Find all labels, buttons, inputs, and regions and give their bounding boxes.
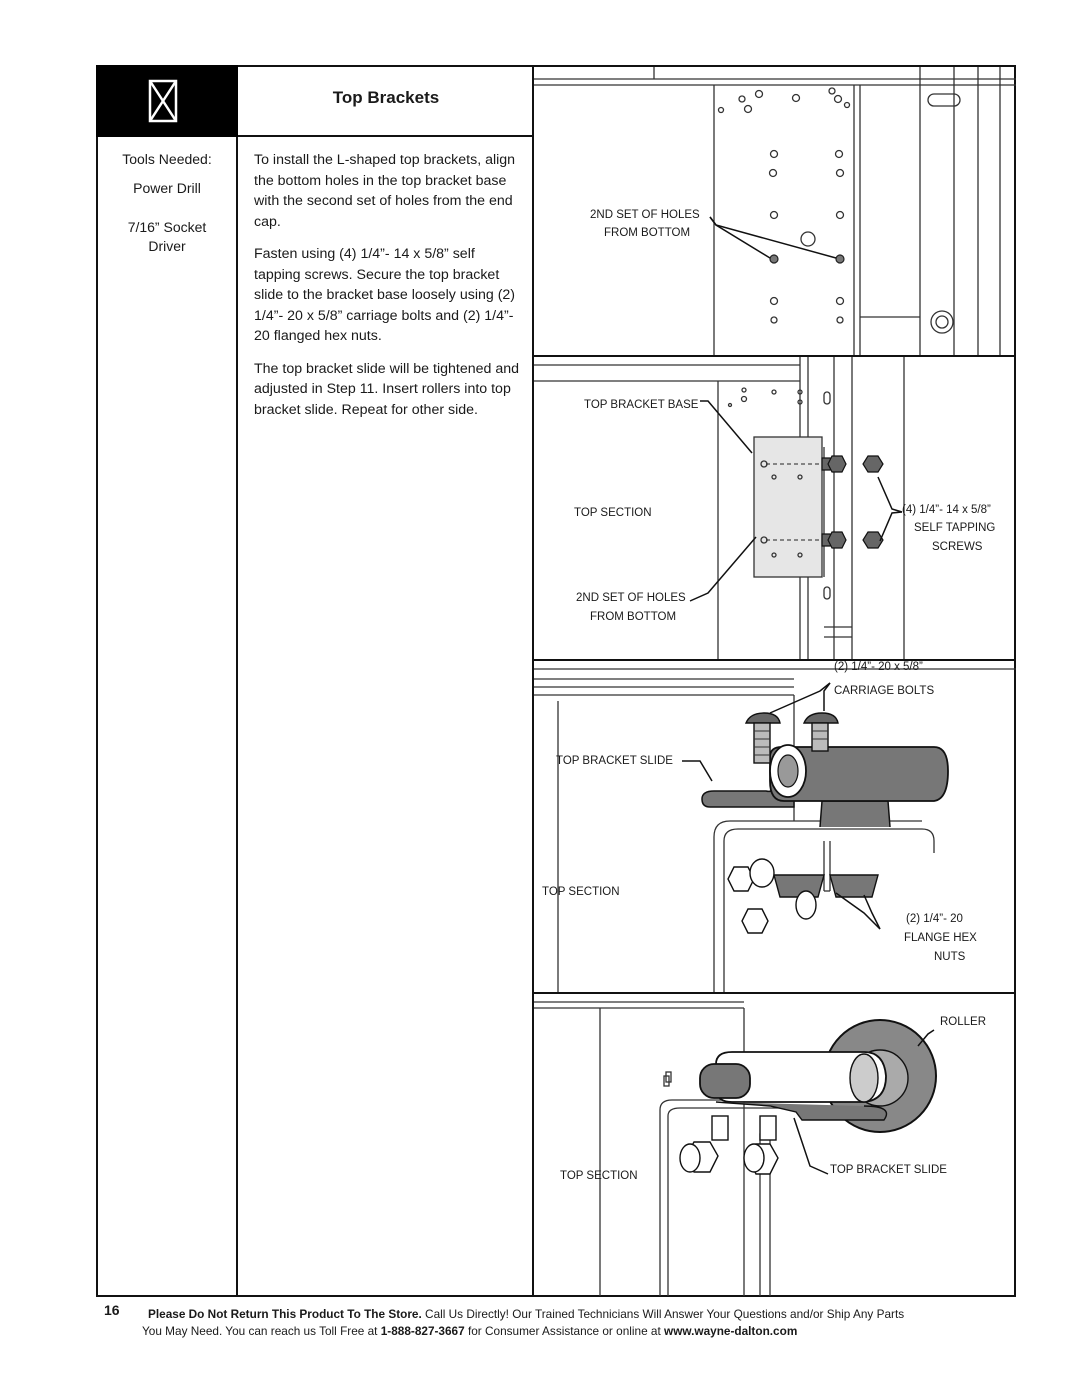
callout-label: (4) 1/4”- 14 x 5/8” — [902, 504, 991, 516]
page-title: Top Brackets — [332, 88, 440, 107]
instruction-paragraph: To install the L-shaped top brackets, al… — [254, 152, 516, 230]
end-cap-holes-illustration — [534, 67, 1016, 355]
phone-number: 1-888-827-3667 — [380, 1324, 465, 1338]
title-divider — [236, 135, 534, 137]
bracket-slide-illustration — [534, 668, 1016, 992]
footer-line-2: You May Need. You can reach us Toll Free… — [100, 1323, 1000, 1340]
diagram-panel-4: ROLLER TOP SECTION TOP BRACKET SLIDE — [534, 994, 1016, 1296]
callout-label: ROLLER — [940, 1016, 987, 1028]
step-header-box — [96, 65, 238, 137]
footer-line-1: Please Do Not Return This Product To The… — [100, 1306, 1000, 1323]
callout-label: TOP SECTION — [560, 1170, 638, 1182]
column-divider-right — [532, 65, 534, 1297]
callout-label: CARRIAGE BOLTS — [834, 685, 935, 697]
bracket-base-illustration — [534, 357, 905, 659]
roller-installation-illustration — [534, 1001, 937, 1296]
instruction-paragraph: The top bracket slide will be tightened … — [254, 360, 519, 418]
website-link[interactable]: www.wayne-dalton.com — [664, 1324, 798, 1338]
checkbox-icon — [148, 79, 178, 123]
tool-item: Driver — [148, 238, 186, 254]
diagram-panel-1: 2ND SET OF HOLES FROM BOTTOM — [534, 67, 1016, 355]
callout-label: TOP BRACKET BASE — [584, 399, 699, 411]
callout-label: TOP BRACKET SLIDE — [556, 755, 673, 767]
tool-item: Power Drill — [133, 180, 201, 196]
column-divider-left — [236, 65, 238, 1297]
footer: Please Do Not Return This Product To The… — [100, 1306, 1000, 1340]
callout-label: FROM BOTTOM — [590, 611, 677, 623]
callout-label: TOP SECTION — [574, 507, 652, 519]
panel-divider-3 — [532, 992, 1016, 994]
footer-text: You May Need. You can reach us Toll Free… — [142, 1324, 381, 1338]
footer-notice: Please Do Not Return This Product To The… — [148, 1307, 422, 1321]
callout-label: FROM BOTTOM — [604, 227, 691, 239]
tools-heading: Tools Needed: — [122, 151, 212, 167]
callout-label: TOP BRACKET SLIDE — [830, 1164, 947, 1176]
panel-divider-1 — [532, 355, 1016, 357]
page-number: 16 — [104, 1302, 120, 1318]
diagram-panel-3: (2) 1/4”- 20 x 5/8” CARRIAGE BOLTS TOP B… — [534, 661, 1016, 992]
callout-label: (2) 1/4”- 20 — [906, 913, 963, 925]
page-frame — [96, 65, 1016, 1297]
footer-text: Call Us Directly! Our Trained Technician… — [421, 1307, 905, 1321]
callout-label: NUTS — [934, 951, 966, 963]
panel-divider-2 — [532, 659, 1016, 661]
tool-item: 7/16” Socket — [127, 219, 207, 235]
callout-label: 2ND SET OF HOLES — [576, 592, 686, 604]
footer-text: for Consumer Assistance or online at — [464, 1324, 665, 1338]
callout-label: 2ND SET OF HOLES — [590, 209, 700, 221]
callout-label: (2) 1/4”- 20 x 5/8” — [834, 661, 923, 673]
callout-label: SCREWS — [932, 541, 983, 553]
tools-needed: Tools Needed: Power Drill 7/16” Socket D… — [96, 150, 238, 256]
callout-label: SELF TAPPING — [914, 522, 996, 534]
diagram-panel-2: TOP BRACKET BASE TOP SECTION 2ND SET OF … — [534, 357, 1016, 659]
instructions: To install the L-shaped top brackets, al… — [254, 150, 524, 432]
callout-label: TOP SECTION — [542, 886, 620, 898]
instruction-paragraph: Fasten using (4) 1/4”- 14 x 5/8” self ta… — [254, 246, 516, 344]
callout-label: FLANGE HEX — [904, 932, 977, 944]
